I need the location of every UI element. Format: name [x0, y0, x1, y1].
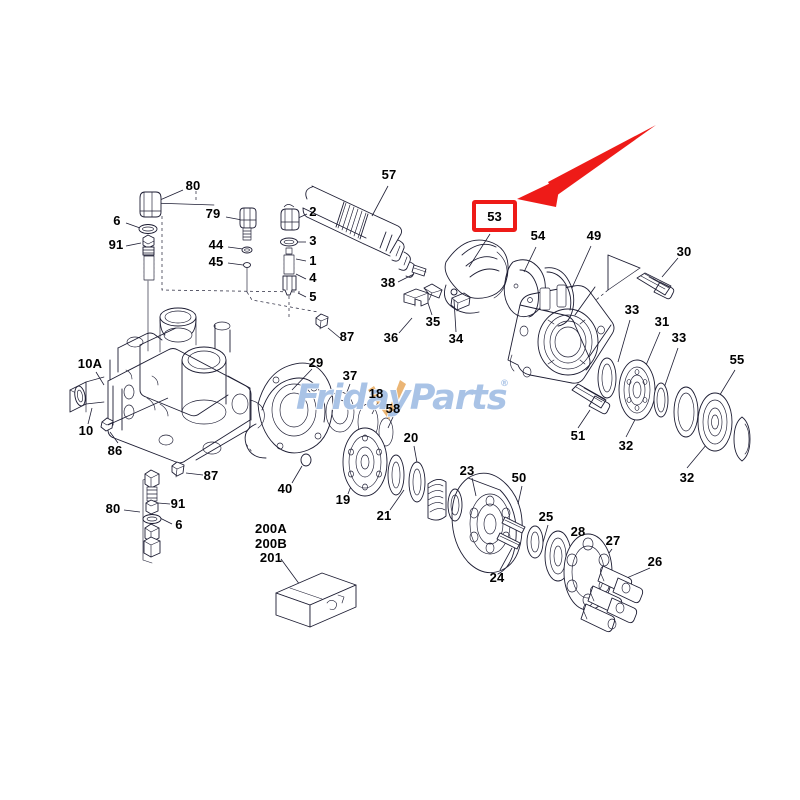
callout-part-4: 4: [309, 269, 317, 285]
highlight-box-part-53[interactable]: 53: [472, 200, 517, 232]
part-swashplate-53: [444, 233, 509, 314]
callout-part-5: 5: [309, 288, 317, 304]
callout-part-25: 25: [538, 508, 554, 524]
part-group-54: [503, 246, 575, 327]
part-group-80-upper: [125, 189, 301, 352]
callout-part-1: 1: [309, 252, 317, 268]
part-bolt-51: [571, 383, 611, 429]
pistons-26: [580, 565, 644, 633]
callout-part-57: 57: [381, 166, 397, 182]
callout-part-55: 55: [729, 351, 745, 367]
part-group-38-36-35: [397, 264, 457, 334]
callout-part-26: 26: [647, 553, 663, 569]
callout-part-2: 2: [309, 203, 317, 219]
part-bolt-30: [636, 257, 679, 300]
callout-part-30: 30: [676, 243, 692, 259]
callout-part-34: 34: [448, 330, 464, 346]
callout-part-87: 87: [339, 328, 355, 344]
callout-part-10a: 10A: [77, 355, 103, 371]
callout-part-49: 49: [586, 227, 602, 243]
callout-part-86: 86: [107, 442, 123, 458]
callout-part-31: 31: [654, 313, 670, 329]
callout-part-24: 24: [489, 569, 505, 585]
callout-kit-200a-200b-201: 200A 200B 201: [255, 521, 287, 566]
part-main-housing: [107, 307, 265, 464]
callout-part-10: 10: [78, 422, 94, 438]
callout-part-3: 3: [309, 232, 317, 248]
callout-part-58: 58: [385, 400, 401, 416]
callout-part-33: 33: [671, 329, 687, 345]
callout-part-32: 32: [618, 437, 634, 453]
part-group-lower-center: [291, 427, 523, 575]
callout-part-27: 27: [605, 532, 621, 548]
callout-part-79: 79: [205, 205, 221, 221]
callout-part-40: 40: [277, 480, 293, 496]
part-group-lower-right: [496, 485, 651, 633]
callout-part-33: 33: [624, 301, 640, 317]
callout-part-23: 23: [459, 462, 475, 478]
part-group-bearings-right: [597, 319, 751, 469]
callout-part-32: 32: [679, 469, 695, 485]
callout-part-29: 29: [308, 354, 324, 370]
callout-part-80: 80: [185, 177, 201, 193]
callout-part-6: 6: [113, 212, 121, 228]
highlight-box-label: 53: [487, 208, 502, 224]
callout-part-19: 19: [335, 491, 351, 507]
part-group-79-44-45: [225, 207, 319, 313]
callout-part-28: 28: [570, 523, 586, 539]
callout-part-91: 91: [170, 495, 186, 511]
callout-part-80: 80: [105, 500, 121, 516]
callout-part-45: 45: [208, 253, 224, 269]
part-group-2-3-1-4-5: [280, 204, 308, 318]
callout-part-50: 50: [511, 469, 527, 485]
part-group-80-lower: [123, 469, 173, 564]
callout-part-18: 18: [368, 385, 384, 401]
callout-part-21: 21: [376, 507, 392, 523]
callout-part-51: 51: [570, 427, 586, 443]
callout-part-44: 44: [208, 236, 224, 252]
callout-part-37: 37: [342, 367, 358, 383]
part-group-86-87: [100, 313, 341, 478]
callout-part-54: 54: [530, 227, 546, 243]
part-group-10A-10: [69, 371, 105, 425]
callout-part-91: 91: [108, 236, 124, 252]
part-cover-29: [244, 362, 334, 459]
callout-part-36: 36: [383, 329, 399, 345]
part-housing-49: [507, 245, 641, 384]
callout-part-38: 38: [380, 274, 396, 290]
part-shaft-57: [302, 185, 416, 278]
part-kit-box: [275, 558, 357, 628]
callout-part-35: 35: [425, 313, 441, 329]
callout-part-20: 20: [403, 429, 419, 445]
callout-part-6: 6: [175, 516, 183, 532]
callout-part-87: 87: [203, 467, 219, 483]
